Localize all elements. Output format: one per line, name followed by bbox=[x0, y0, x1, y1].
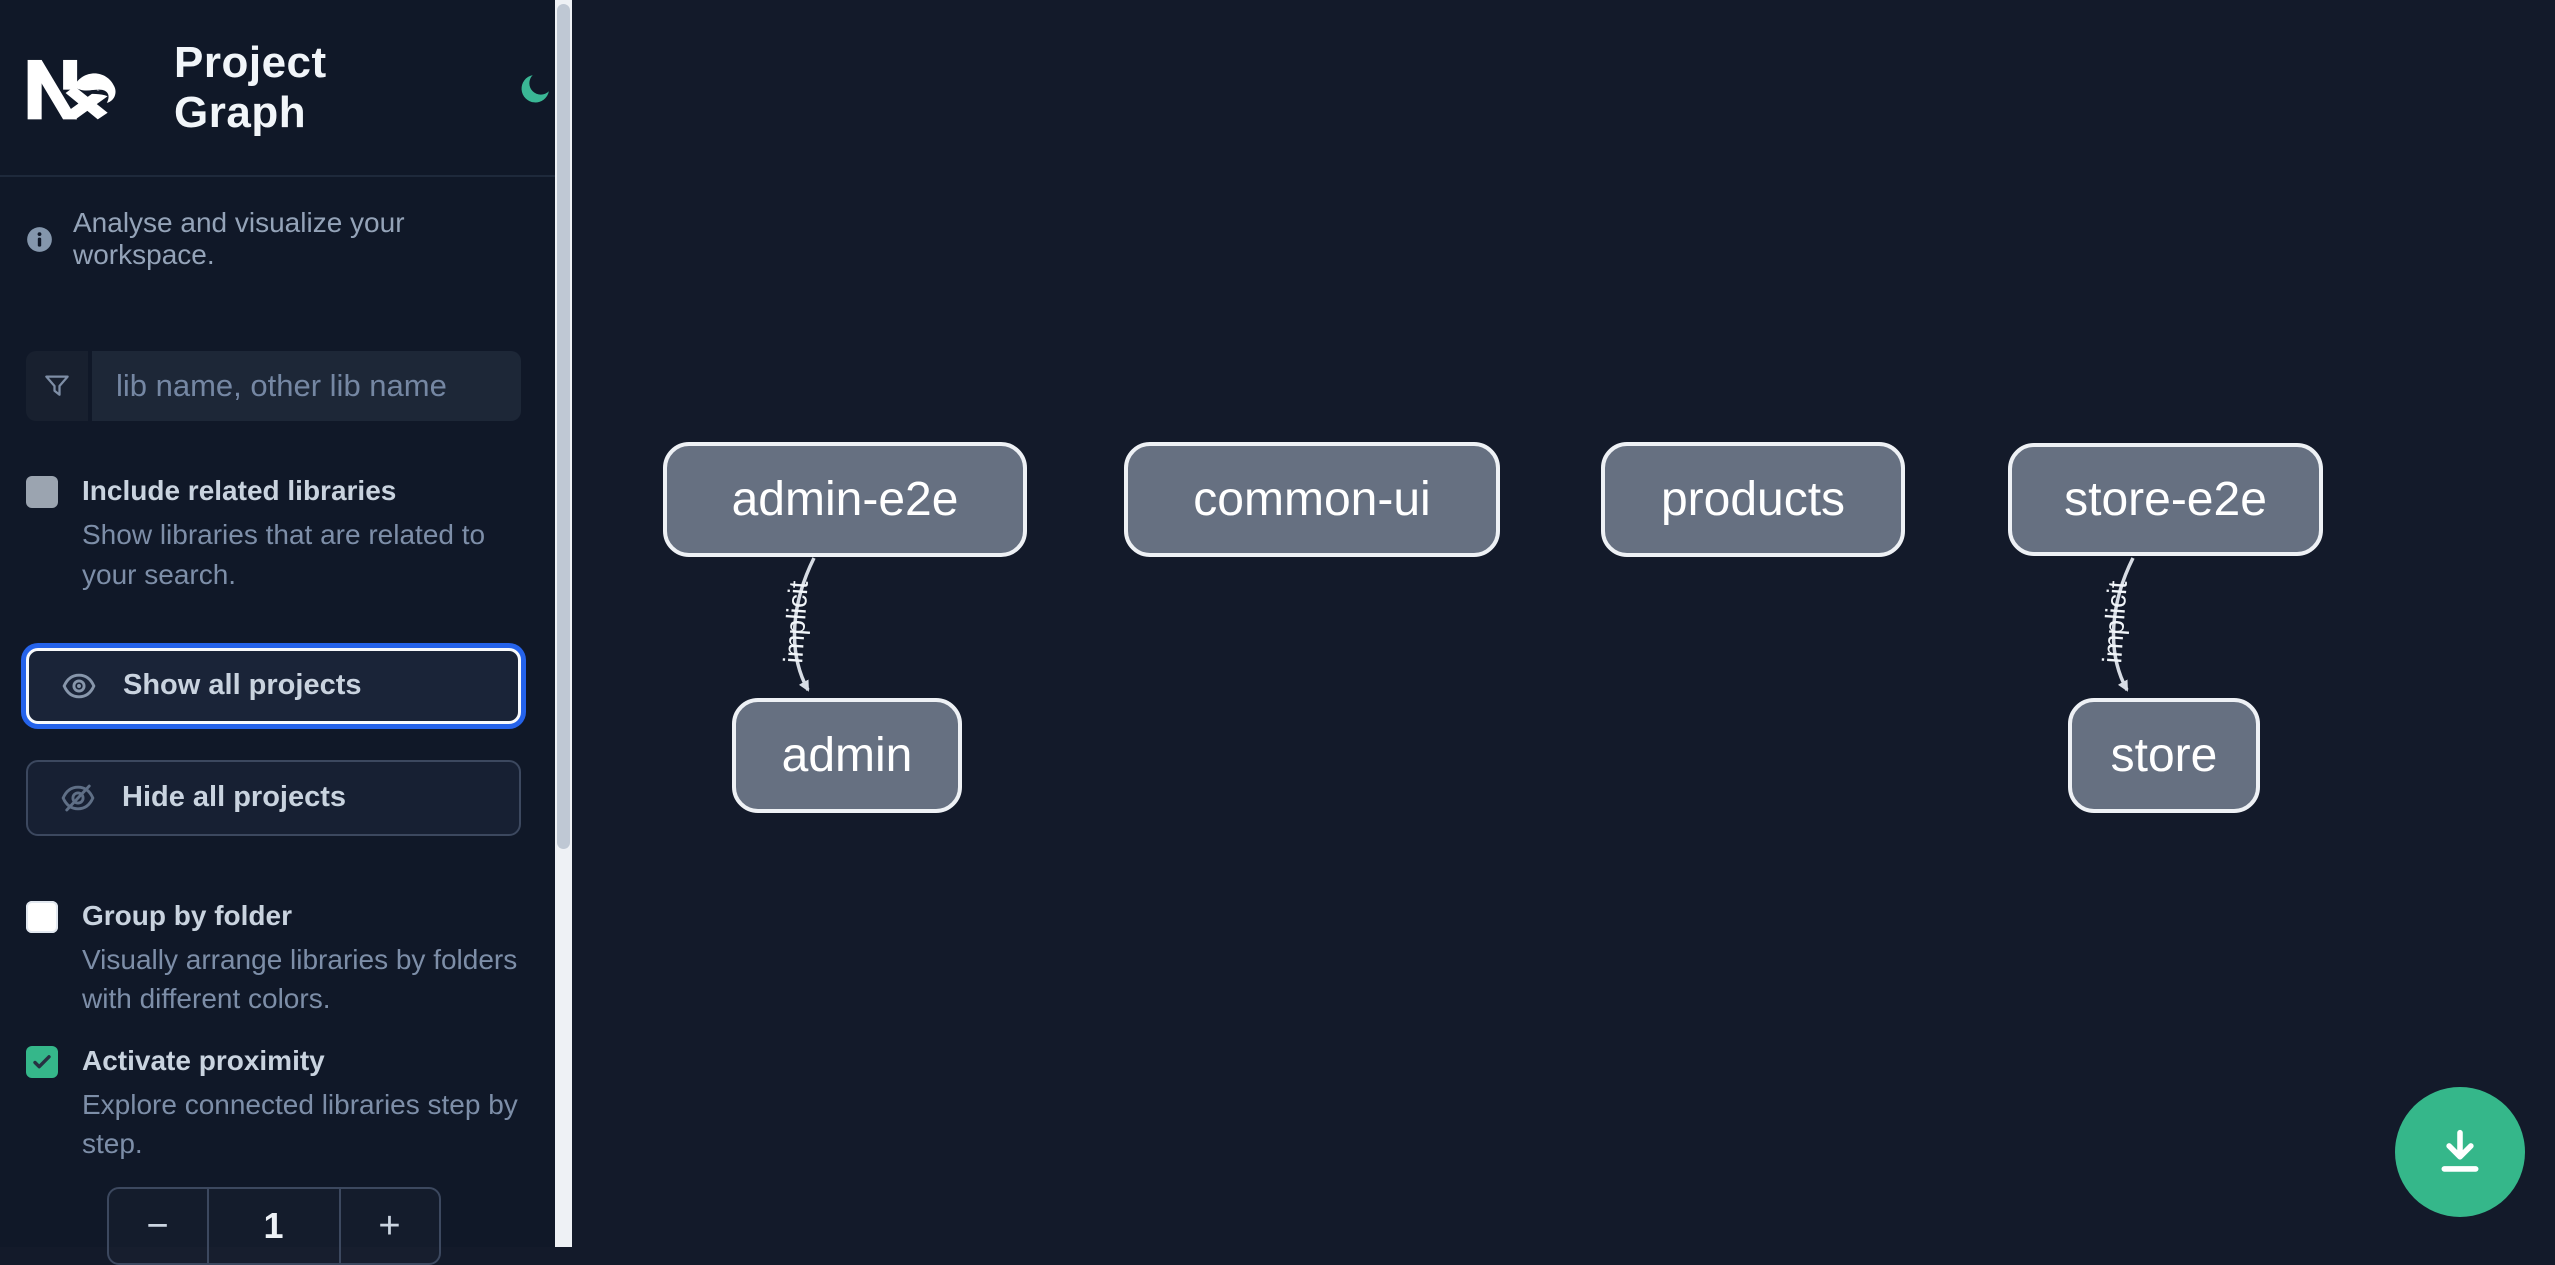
sidebar-scrollbar-thumb[interactable] bbox=[557, 4, 570, 849]
eye-off-icon bbox=[61, 784, 95, 812]
option-group-by-folder: Group by folder Visually arrange librari… bbox=[26, 898, 521, 1019]
moon-icon bbox=[521, 74, 550, 102]
decrement-button[interactable]: − bbox=[109, 1189, 207, 1263]
checkmark-icon bbox=[33, 1054, 51, 1068]
theme-toggle-button[interactable] bbox=[516, 68, 556, 108]
graph-node-admin[interactable]: admin bbox=[732, 698, 962, 813]
proximity-depth-value: 1 bbox=[206, 1189, 341, 1264]
group-by-folder-description: Visually arrange libraries by folders wi… bbox=[82, 944, 518, 1015]
group-by-folder-label[interactable]: Group by folder bbox=[82, 899, 292, 931]
filter-box bbox=[26, 351, 521, 421]
show-all-projects-label: Show all projects bbox=[123, 669, 362, 702]
sidebar-content: Analyse and visualize your workspace. In… bbox=[0, 177, 556, 1265]
graph-edges: implicit implicit bbox=[778, 557, 2135, 692]
graph-node-common-ui[interactable]: common-ui bbox=[1124, 442, 1500, 557]
sidebar-scrollbar[interactable] bbox=[555, 0, 572, 1247]
nx-logo bbox=[27, 59, 116, 119]
tagline-row: Analyse and visualize your workspace. bbox=[26, 207, 521, 271]
hide-all-projects-label: Hide all projects bbox=[122, 781, 347, 814]
increment-button[interactable]: + bbox=[341, 1189, 439, 1263]
show-all-projects-button[interactable]: Show all projects bbox=[26, 647, 521, 724]
activate-proximity-checkbox[interactable] bbox=[26, 1045, 58, 1078]
filter-icon-cell bbox=[26, 351, 88, 421]
edge-admin-e2e-to-admin bbox=[792, 557, 816, 692]
save-image-button[interactable] bbox=[2395, 1087, 2525, 1217]
page-title: Project Graph bbox=[174, 37, 327, 137]
graph-canvas[interactable]: implicit implicit admin-e2e common-ui produ… bbox=[572, 0, 2555, 1247]
eye-icon bbox=[62, 673, 96, 698]
sidebar: Project Graph Analyse and visualize your… bbox=[0, 0, 572, 1265]
graph-node-store[interactable]: store bbox=[2068, 698, 2260, 813]
filter-input[interactable] bbox=[92, 351, 521, 421]
hide-all-projects-button[interactable]: Hide all projects bbox=[26, 759, 521, 836]
include-related-description: Show libraries that are related to your … bbox=[82, 519, 486, 590]
option-include-related: Include related libraries Show libraries… bbox=[26, 473, 521, 594]
download-icon bbox=[2441, 1129, 2479, 1172]
edge-label-admin-e2e-to-admin: implicit bbox=[778, 579, 814, 664]
group-by-folder-checkbox[interactable] bbox=[26, 900, 58, 933]
edge-store-e2e-to-store bbox=[2111, 557, 2135, 692]
graph-node-store-e2e[interactable]: store-e2e bbox=[2008, 443, 2323, 556]
info-icon bbox=[27, 226, 52, 252]
graph-node-admin-e2e[interactable]: admin-e2e bbox=[663, 442, 1027, 557]
option-activate-proximity: Activate proximity Explore connected lib… bbox=[26, 1043, 521, 1164]
proximity-depth-stepper: − 1 + bbox=[106, 1187, 441, 1265]
include-related-checkbox[interactable] bbox=[26, 476, 58, 508]
funnel-icon bbox=[45, 375, 69, 396]
activate-proximity-description: Explore connected libraries step by step… bbox=[82, 1088, 518, 1160]
include-related-label[interactable]: Include related libraries bbox=[82, 475, 397, 506]
tagline-text: Analyse and visualize your workspace. bbox=[73, 207, 405, 270]
sidebar-header: Project Graph bbox=[0, 0, 556, 177]
activate-proximity-label[interactable]: Activate proximity bbox=[82, 1044, 325, 1076]
edge-label-store-e2e-to-store: implicit bbox=[2097, 579, 2133, 664]
graph-node-products[interactable]: products bbox=[1601, 442, 1905, 557]
